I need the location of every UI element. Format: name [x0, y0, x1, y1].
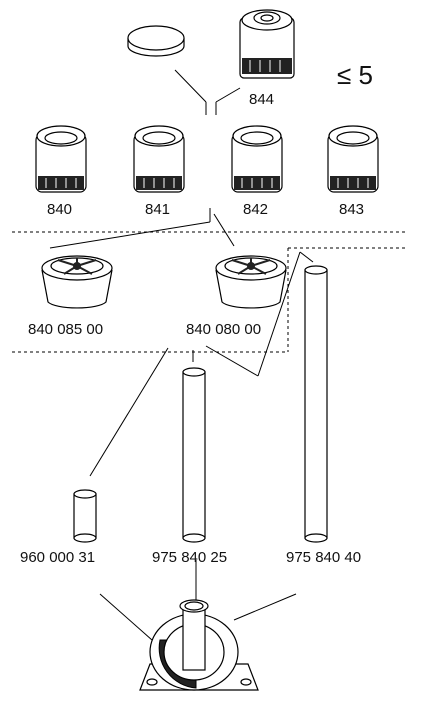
tube-975-840-25-image	[182, 367, 206, 543]
module-842-image	[231, 125, 283, 193]
dashed-region-bases	[12, 231, 407, 353]
tube-960-000-31-image	[73, 489, 97, 543]
base-840-085-00-image	[41, 255, 113, 309]
label-960-000-31: 960 000 31	[20, 549, 95, 566]
module-840-image	[35, 125, 87, 193]
tube-975-840-40-image	[304, 265, 328, 543]
connector-lines	[49, 69, 314, 641]
module-843-image	[327, 125, 379, 193]
label-840: 840	[47, 201, 72, 218]
label-840-080-00: 840 080 00	[186, 321, 261, 338]
label-843: 843	[339, 201, 364, 218]
label-841: 841	[145, 201, 170, 218]
label-840-085-00: 840 085 00	[28, 321, 103, 338]
label-975-840-40: 975 840 40	[286, 549, 361, 566]
max-quantity-label: ≤ 5	[337, 60, 373, 90]
label-842: 842	[243, 201, 268, 218]
module-844-image	[239, 9, 295, 79]
disc-cap	[127, 25, 185, 57]
label-844: 844	[249, 91, 274, 108]
base-840-080-00-image	[215, 255, 287, 309]
label-975-840-25: 975 840 25	[152, 549, 227, 566]
module-841-image	[133, 125, 185, 193]
mounting-foot-image	[139, 599, 259, 691]
